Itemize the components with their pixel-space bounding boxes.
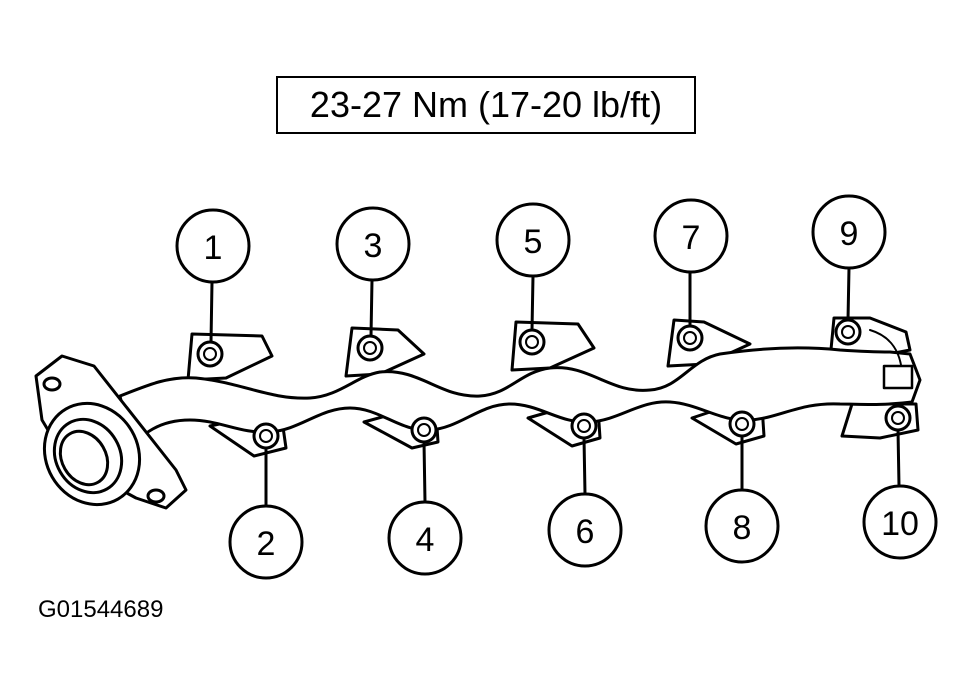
callout-label-10: 10 (881, 505, 919, 543)
bolt-hole-1 (196, 340, 224, 368)
leader-4 (422, 440, 427, 504)
callout-circle-10 (862, 484, 938, 560)
callout-label-7: 7 (682, 219, 701, 257)
callout-circle-7 (653, 198, 729, 274)
bolt-hole-7 (676, 324, 704, 352)
leader-6 (582, 436, 587, 496)
callout-circle-1 (175, 208, 251, 284)
leader-5 (530, 274, 535, 332)
callout-circle-8 (704, 488, 780, 564)
callout-label-4: 4 (416, 521, 435, 559)
torque-spec-text: 23-27 Nm (17-20 lb/ft) (309, 84, 663, 125)
callout-circle-2 (228, 504, 304, 580)
bolt-hole-10 (884, 404, 912, 432)
bolt-hole-3 (356, 334, 384, 362)
bolt-hole-9 (834, 318, 862, 346)
callout-label-5: 5 (524, 223, 543, 261)
flange-hole-top (42, 376, 62, 392)
callout-circle-6 (547, 492, 623, 568)
bolt-hole-4 (410, 416, 438, 444)
callout-circle-3 (335, 206, 411, 282)
leader-1 (209, 280, 214, 344)
bolt-hole-6 (570, 412, 598, 440)
inlet-port (58, 429, 110, 487)
callout-circle-9 (811, 194, 887, 270)
callout-label-6: 6 (576, 513, 595, 551)
bolt-hole-2 (252, 422, 280, 450)
callout-label-9: 9 (840, 215, 859, 253)
figure-id: G01544689 (38, 596, 164, 623)
leader-3 (369, 278, 374, 338)
callout-label-2: 2 (257, 525, 276, 563)
manifold-body (118, 346, 922, 452)
callout-circle-4 (387, 500, 463, 576)
callout-label-1: 1 (204, 229, 223, 267)
outlet-stud (882, 364, 914, 390)
leader-10 (896, 428, 901, 488)
torque-spec-box: 23-27 Nm (17-20 lb/ft) (276, 76, 696, 134)
bolt-hole-5 (518, 328, 546, 356)
callout-label-8: 8 (733, 509, 752, 547)
callout-circle-5 (495, 202, 571, 278)
callout-label-3: 3 (364, 227, 383, 265)
leader-9 (846, 266, 851, 322)
bolt-hole-8 (728, 410, 756, 438)
flange-hole-bottom (146, 488, 166, 504)
